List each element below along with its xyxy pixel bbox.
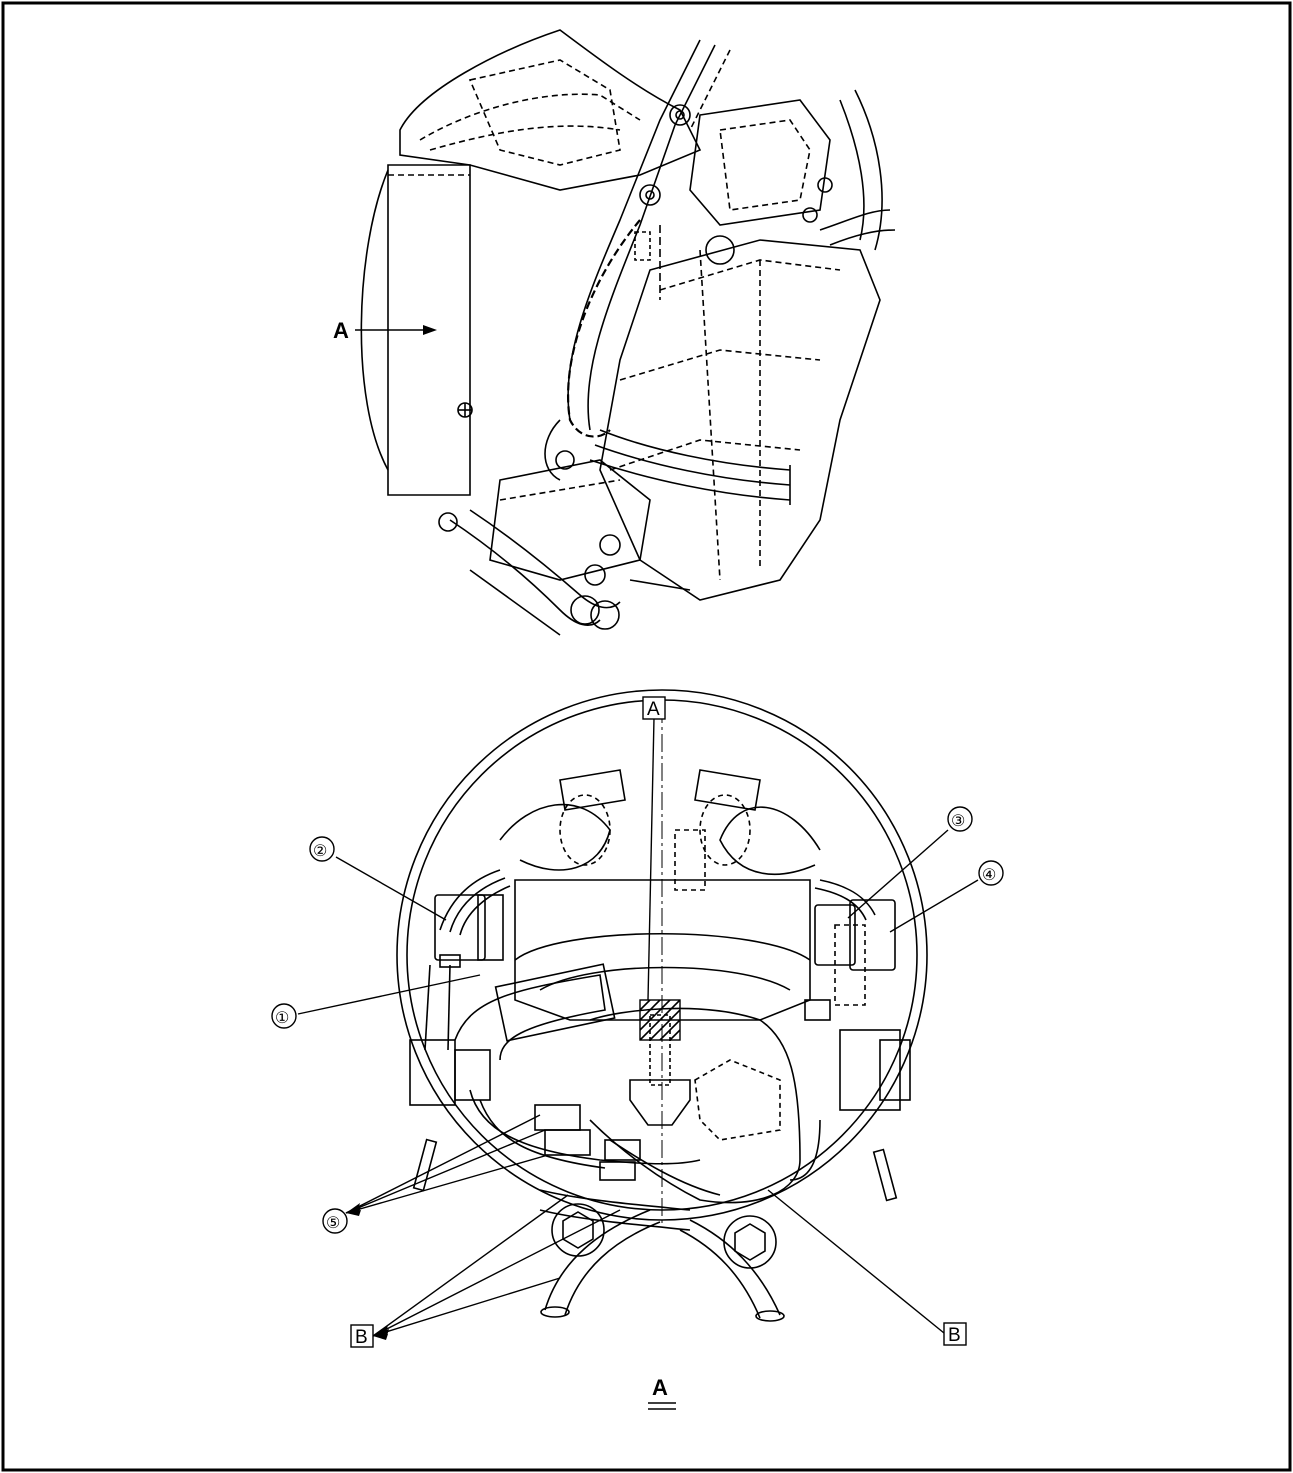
callout-3 — [947, 806, 973, 832]
lower-bracket — [489, 459, 651, 581]
throttle-cable-2 — [587, 44, 716, 431]
bottom-view-illustration — [396, 689, 928, 1322]
harness-tube-upper — [454, 974, 606, 1061]
view-arrow-a — [355, 325, 437, 335]
throttle-cable-1 — [567, 39, 701, 421]
top-view-illustration — [360, 29, 896, 636]
boxed-b-right-frame — [943, 1322, 967, 1346]
callout-leaders — [297, 717, 979, 1337]
connector-4-body — [849, 899, 896, 971]
upper-wire-loop-right — [719, 806, 821, 875]
headlight-lens — [360, 169, 389, 471]
fork-tube — [599, 239, 881, 601]
lower-wire-bundle — [469, 1089, 701, 1165]
harness-loop-right — [589, 1007, 801, 1204]
switch-housing — [689, 99, 831, 226]
connector-right-lower — [839, 1029, 901, 1111]
lower-hose — [449, 519, 601, 626]
callout-1-label: ① — [275, 1010, 289, 1027]
upper-wire-loop-left — [499, 803, 611, 871]
callout-2-label: ② — [313, 843, 327, 860]
callout-arrowheads — [346, 1203, 389, 1340]
callout-4 — [978, 860, 1004, 886]
wire-bundle-right — [599, 429, 791, 471]
bulb-socket — [629, 1079, 691, 1126]
callout-5 — [322, 1208, 348, 1234]
headlight-housing — [387, 164, 471, 496]
upper-cover — [399, 29, 702, 191]
boxed-a-frame — [642, 696, 666, 720]
callout-4-label: ④ — [982, 867, 996, 884]
callout-3-label: ③ — [951, 813, 965, 830]
callout-5-label: ⑤ — [326, 1215, 340, 1232]
boxed-a-label: A — [647, 699, 660, 720]
boxed-b-left-frame — [350, 1324, 374, 1348]
arrow-label-a: A — [333, 318, 349, 343]
callout-2 — [309, 836, 335, 862]
boxed-b-left-label: B — [355, 1327, 368, 1348]
view-label-a: A — [652, 1375, 668, 1400]
callout-1 — [271, 1003, 297, 1029]
exit-cable-right — [689, 1219, 781, 1316]
internal-harness-dashed — [566, 219, 641, 438]
exit-cable-left — [544, 1209, 651, 1311]
boxed-b-right-label: B — [948, 1325, 961, 1346]
